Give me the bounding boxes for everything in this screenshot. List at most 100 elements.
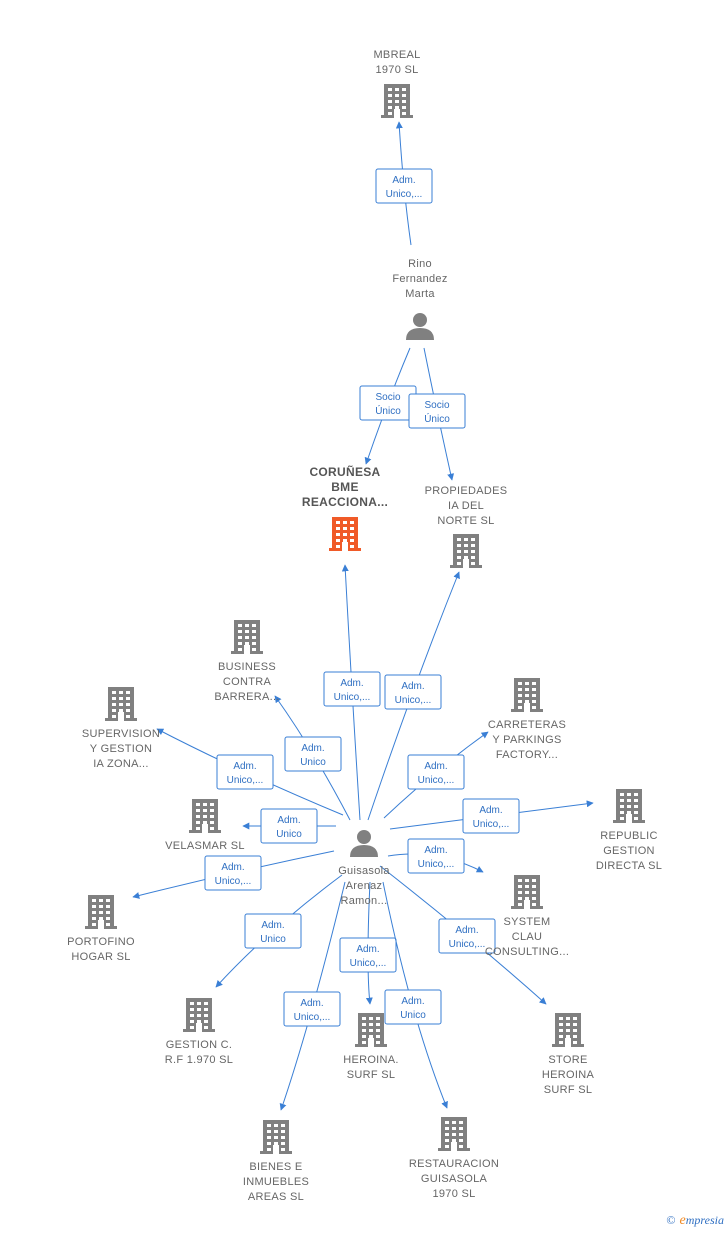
building-icon [183, 998, 215, 1032]
building-icon [450, 534, 482, 568]
brand-initial: e [679, 1213, 686, 1228]
node-guisasola[interactable]: GuisasolaArenazRamon... [338, 830, 390, 907]
node-label-line: GESTION C. [166, 1039, 233, 1051]
edge-label-line: Unico,... [334, 692, 371, 703]
building-icon [511, 678, 543, 712]
edge-label-line: Unico [276, 829, 302, 840]
edge-label-box[interactable]: Adm.Unico [260, 808, 318, 844]
edge-label-box[interactable]: Adm.Unico [244, 913, 302, 949]
node-label-line: PORTOFINO [67, 936, 135, 948]
node-gestionc[interactable]: GESTION C. R.F 1.970 SL [165, 998, 233, 1066]
edge-label-frame [438, 918, 496, 954]
node-system[interactable]: SYSTEMCLAUCONSULTING... [485, 875, 569, 958]
node-label-line: VELASMAR SL [165, 840, 245, 852]
edge-label-box[interactable]: Adm.Unico,... [438, 918, 496, 954]
edge-label-line: Adm. [233, 761, 256, 772]
edges-layer: Adm.Unico,...SocioÚnicoSocioÚnicoAdm.Uni… [132, 121, 594, 1111]
edge-label-box[interactable]: Adm. Unico,... [216, 754, 274, 790]
edge-label-line: Unico,... [473, 819, 510, 830]
node-label-line: BME [331, 480, 359, 494]
node-label-line: GUISASOLA [421, 1173, 488, 1185]
edge-label-line: Socio [375, 392, 400, 403]
edge-label-box[interactable]: Adm.Unico,... [462, 798, 520, 834]
edge-label-box[interactable]: Adm.Unico,... [407, 838, 465, 874]
edge-label-box[interactable]: Adm.Unico,... [283, 991, 341, 1027]
edge-label-frame [323, 671, 381, 707]
edge-guisasola-to-propiedades: Adm. Unico,... [367, 571, 460, 821]
building-icon [231, 620, 263, 654]
node-label-line: Guisasola [338, 865, 390, 877]
node-corunesa[interactable]: CORUÑESABMEREACCIONA... [302, 464, 388, 551]
edge-guisasola-to-velasmar: Adm.Unico [242, 808, 337, 844]
edge-label-line: Unico,... [395, 695, 432, 706]
node-label-line: Fernandez [392, 273, 447, 285]
edge-label-box[interactable]: Adm.Unico,... [339, 937, 397, 973]
brand-name: mpresia [685, 1213, 724, 1227]
person-icon [406, 313, 434, 340]
edge-label-box[interactable]: Adm.Unico,... [384, 674, 442, 710]
edge-label-box[interactable]: Adm.Unico [284, 736, 342, 772]
edge-guisasola-to-business: Adm.Unico [274, 695, 351, 821]
node-heroina[interactable]: HEROINA.SURF SL [343, 1013, 399, 1081]
node-label-line: Y PARKINGS [492, 734, 561, 746]
node-label-line: BUSINESS [218, 661, 276, 673]
node-label-line: CONSULTING... [485, 946, 569, 958]
edge-label-line: Unico,... [386, 189, 423, 200]
node-business[interactable]: BUSINESSCONTRABARRERA... [214, 620, 279, 703]
edge-label-line: Adm. [424, 761, 447, 772]
edge-label-frame [216, 754, 274, 790]
node-label-line: SURF SL [347, 1069, 396, 1081]
edge-label-frame [283, 991, 341, 1027]
edge-guisasola-to-portofino: Adm. Unico,... [132, 850, 335, 899]
node-label-line: IA DEL [448, 500, 484, 512]
edge-label-line: Adm. [221, 862, 244, 873]
edge-label-line: Adm. [261, 920, 284, 931]
edge-label-box[interactable]: Adm.Unico,... [407, 754, 465, 790]
node-label-line: REPUBLIC [600, 830, 657, 842]
node-velasmar[interactable]: VELASMAR SL [165, 799, 245, 852]
node-label-line: R.F 1.970 SL [165, 1054, 233, 1066]
node-label-line: FACTORY... [496, 749, 558, 761]
edge-label-line: Adm. [392, 175, 415, 186]
node-label-line: SYSTEM [503, 916, 550, 928]
node-label-line: BARRERA... [214, 691, 279, 703]
edge-label-box[interactable]: Adm.Unico [384, 989, 442, 1025]
building-icon [438, 1117, 470, 1151]
node-label-line: Marta [405, 288, 435, 300]
edge-label-frame [204, 855, 262, 891]
edge-label-line: Único [424, 412, 450, 425]
node-label-line: 1970 SL [375, 64, 418, 76]
edge-guisasola-to-bienes: Adm.Unico,... [279, 881, 346, 1111]
edge-guisasola-to-carreteras: Adm.Unico,... [383, 731, 489, 819]
node-label-line: Arenaz [346, 880, 383, 892]
person-icon [350, 830, 378, 857]
edge-label-box[interactable]: Adm. Unico,... [323, 671, 381, 707]
edge-label-box[interactable]: Adm. Unico,... [375, 168, 433, 204]
edge-label-line: Adm. [340, 678, 363, 689]
edge-label-line: Unico,... [215, 876, 252, 887]
node-label-line: SURF SL [544, 1084, 593, 1096]
edge-label-box[interactable]: Adm. Unico,... [204, 855, 262, 891]
building-icon [189, 799, 221, 833]
building-icon [381, 84, 413, 118]
node-label-line: STORE [548, 1054, 587, 1066]
edge-label-frame [384, 674, 442, 710]
edge-label-line: Adm. [455, 925, 478, 936]
copyright-symbol: © [666, 1213, 676, 1227]
node-label-line: IA ZONA... [93, 758, 149, 770]
edge-label-line: Unico,... [227, 775, 264, 786]
